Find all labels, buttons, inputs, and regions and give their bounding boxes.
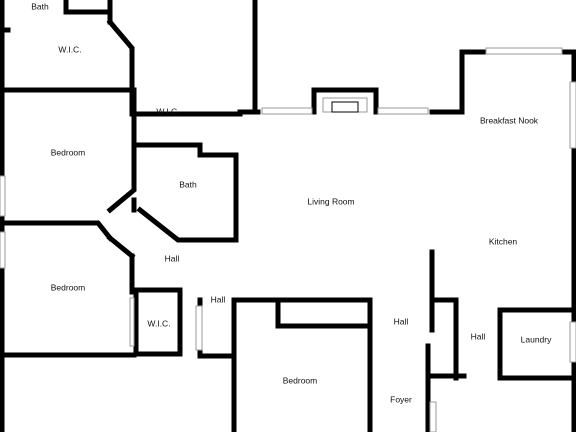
room-labels: Bath W.I.C. W.I.C. Bedroom Bath Living R…	[31, 1, 552, 404]
room-label-bedroom-3: Bedroom	[283, 375, 318, 385]
room-label-living-room: Living Room	[307, 196, 354, 206]
windows	[0, 47, 576, 432]
room-label-hall-center: Hall	[211, 294, 226, 304]
room-label-wic-bottom: W.I.C.	[147, 318, 170, 328]
room-label-bath-top: Bath	[31, 1, 49, 11]
room-label-foyer: Foyer	[390, 394, 412, 404]
room-label-hall-right: Hall	[471, 331, 486, 341]
room-label-wic-top: W.I.C.	[58, 44, 81, 54]
room-label-bath-mid: Bath	[179, 179, 197, 189]
room-label-bedroom-2: Bedroom	[51, 282, 86, 292]
room-label-hall-foyer: Hall	[394, 316, 409, 326]
room-label-bedroom-1: Bedroom	[51, 147, 86, 157]
room-label-kitchen: Kitchen	[489, 236, 518, 246]
room-label-breakfast-nook: Breakfast Nook	[480, 115, 539, 125]
room-label-wic-mid: W.I.C.	[156, 106, 179, 116]
room-label-hall-left: Hall	[165, 253, 180, 263]
room-label-laundry: Laundry	[521, 334, 552, 344]
